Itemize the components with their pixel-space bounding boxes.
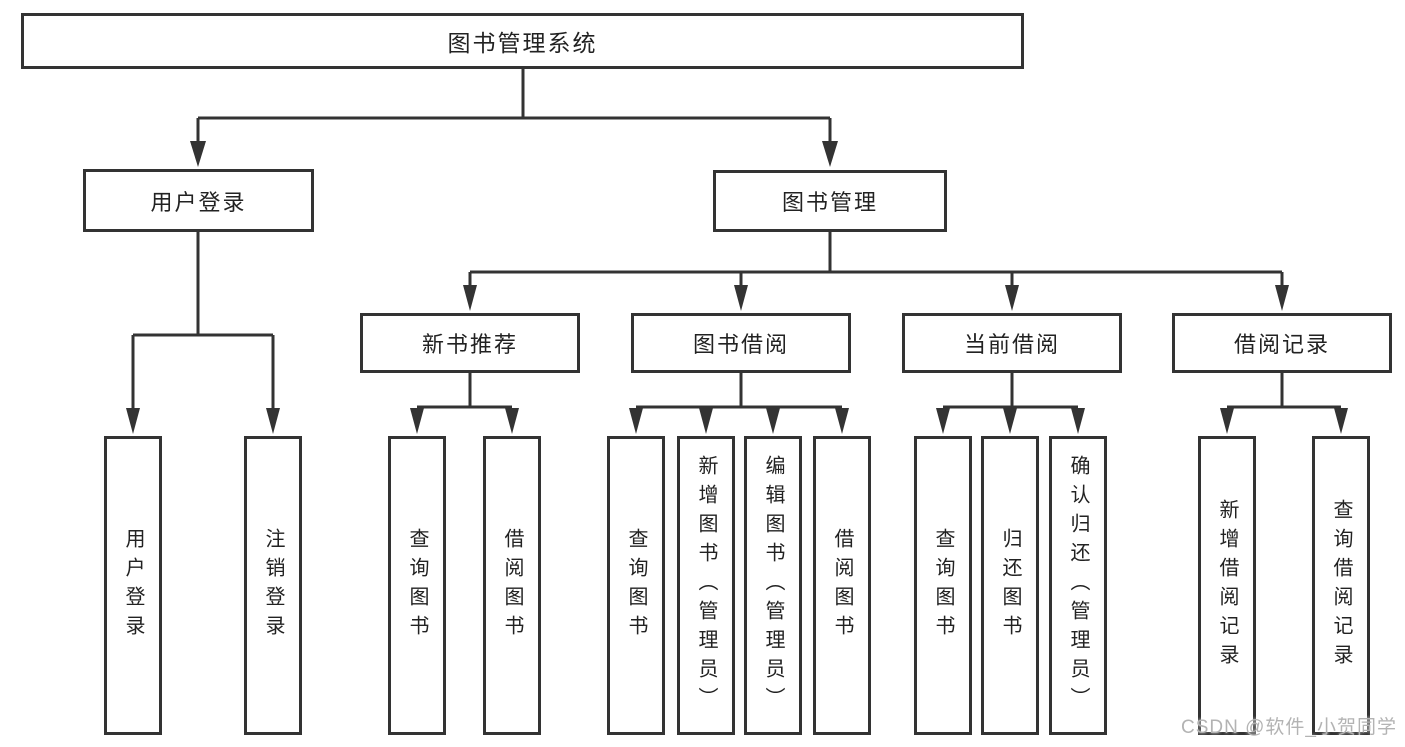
leaf-query-books-borrow: 查询图书 [607, 436, 665, 735]
leaf-logout: 注销登录 [244, 436, 302, 735]
node-book-borrow: 图书借阅 [631, 313, 851, 373]
node-borrow-records: 借阅记录 [1172, 313, 1392, 373]
leaf-confirm-return-admin: 确认归还（管理员） [1049, 436, 1107, 735]
arrowheads [126, 141, 1348, 434]
leaf-add-books-admin: 新增图书（管理员） [677, 436, 735, 735]
leaf-user-login: 用户登录 [104, 436, 162, 735]
leaf-query-books-current: 查询图书 [914, 436, 972, 735]
leaf-query-books-recommend: 查询图书 [388, 436, 446, 735]
leaf-return-books: 归还图书 [981, 436, 1039, 735]
node-current-borrow: 当前借阅 [902, 313, 1122, 373]
leaf-query-borrow-record: 查询借阅记录 [1312, 436, 1370, 735]
node-root: 图书管理系统 [21, 13, 1024, 69]
leaf-borrow-books-recommend: 借阅图书 [483, 436, 541, 735]
leaf-add-borrow-record: 新增借阅记录 [1198, 436, 1256, 735]
leaf-edit-books-admin: 编辑图书（管理员） [744, 436, 802, 735]
node-user-login: 用户登录 [83, 169, 314, 232]
node-book-management: 图书管理 [713, 170, 947, 232]
leaf-borrow-books-borrow: 借阅图书 [813, 436, 871, 735]
node-new-book-recommend: 新书推荐 [360, 313, 580, 373]
csdn-watermark: CSDN @软件_小贺同学 [1181, 717, 1397, 738]
